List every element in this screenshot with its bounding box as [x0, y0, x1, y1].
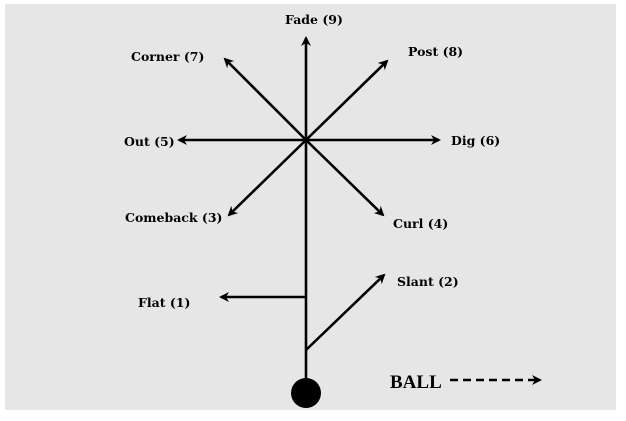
route-corner-line	[223, 57, 307, 141]
route-label-comeback: Comeback (3)	[125, 210, 222, 225]
route-label-slant: Slant (2)	[397, 274, 459, 289]
route-post-line	[305, 59, 389, 141]
route-label-corner: Corner (7)	[131, 49, 204, 64]
diagram-background	[5, 4, 616, 410]
route-label-out: Out (5)	[124, 134, 175, 149]
ball-label: BALL	[390, 372, 442, 393]
route-label-curl: Curl (4)	[393, 216, 448, 231]
route-label-dig: Dig (6)	[451, 133, 500, 148]
route-label-flat: Flat (1)	[138, 295, 190, 310]
route-label-post: Post (8)	[408, 44, 463, 59]
route-comeback-line	[227, 139, 307, 217]
route-slant-line	[305, 273, 386, 351]
route-label-fade: Fade (9)	[285, 12, 343, 27]
player-dot	[291, 378, 321, 408]
route-curl-line	[305, 139, 385, 217]
